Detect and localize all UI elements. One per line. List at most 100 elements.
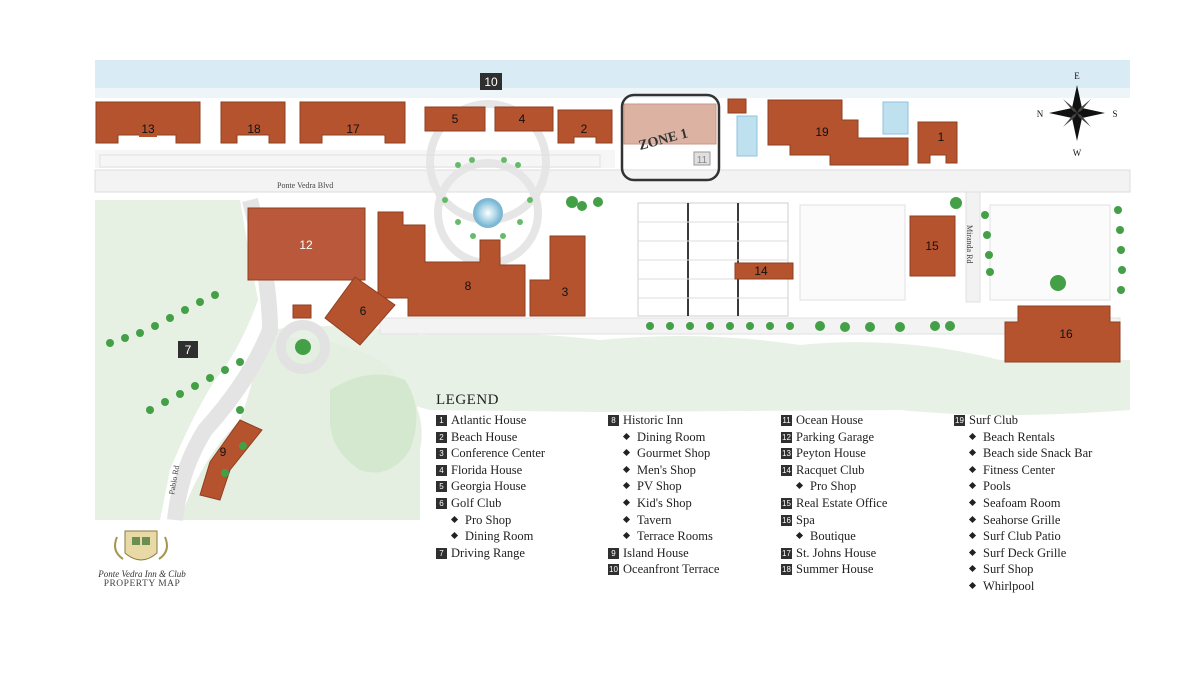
legend-number-badge: 4: [436, 464, 447, 476]
roundabout: [276, 320, 330, 374]
bullet-icon: [968, 432, 977, 440]
legend-item-label: Seahorse Grille: [983, 512, 1061, 527]
legend-subitem: Seafoam Room: [954, 495, 1092, 512]
zone-1-building: [623, 103, 717, 145]
miranda-road: [965, 191, 981, 303]
legend-subitem: Men's Shop: [608, 462, 719, 479]
bullet-icon: [622, 482, 631, 490]
legend-subitem: Whirlpool: [954, 578, 1092, 595]
legend-item-label: Driving Range: [451, 545, 525, 560]
legend-subitem: Surf Club Patio: [954, 528, 1092, 545]
building-6: [324, 276, 396, 346]
bullet-icon: [968, 565, 977, 573]
parking-strip: [95, 150, 615, 168]
legend-subitem: Pools: [954, 478, 1092, 495]
building-19: [767, 99, 909, 166]
brand-subtitle: PROPERTY MAP: [103, 579, 181, 589]
label-6: 6: [360, 304, 367, 318]
legend-number-badge: 17: [781, 547, 792, 559]
legend-item-label: Atlantic House: [451, 413, 527, 427]
legend-number-badge: 15: [781, 497, 792, 509]
golf-course-green: [270, 326, 1130, 415]
label-17: 17: [346, 122, 360, 136]
legend-item: 18 Summer House: [781, 561, 887, 578]
legend-number-badge: 5: [436, 481, 447, 493]
bullet-icon: [795, 532, 804, 540]
building-8: [377, 211, 526, 317]
legend-number-badge: 18: [781, 564, 792, 576]
brand-name: Ponte Vedra Inn & Club: [98, 569, 186, 579]
legend-item-label: Gourmet Shop: [637, 446, 711, 461]
legend-subitem: Seahorse Grille: [954, 512, 1092, 529]
building-16: [1004, 305, 1121, 363]
legend-item-label: Dining Room: [637, 429, 706, 444]
legend-item: 2 Beach House: [436, 429, 545, 446]
bullet-icon: [622, 449, 631, 457]
bullet-icon: [450, 515, 459, 523]
building-4: [494, 106, 554, 132]
building-12: [247, 207, 366, 281]
legend-item-label: Men's Shop: [637, 462, 696, 477]
building-2: [557, 109, 613, 144]
ponte-vedra-blvd-road: [94, 169, 1131, 193]
building-3: [529, 235, 586, 317]
building-1: [917, 121, 958, 164]
legend-subitem: Surf Deck Grille: [954, 545, 1092, 562]
label-19: 19: [815, 125, 829, 139]
legend-item-label: Summer House: [796, 562, 874, 577]
label-4: 4: [519, 112, 526, 126]
legend-number-badge: 7: [436, 547, 447, 559]
legend-number-badge: 12: [781, 431, 792, 443]
bullet-icon: [968, 465, 977, 473]
legend-number-badge: 8: [608, 415, 619, 426]
legend-item-label: Surf Club: [969, 413, 1018, 427]
bullet-icon: [968, 482, 977, 490]
pool-1: [736, 115, 758, 157]
legend-title: LEGEND: [436, 392, 499, 408]
compass-south: S: [1112, 109, 1117, 119]
bullet-icon: [968, 449, 977, 457]
fountain: [473, 198, 503, 228]
legend-subitem: Surf Shop: [954, 561, 1092, 578]
label-13: 13: [141, 122, 155, 136]
building-17: [299, 101, 406, 144]
legend-item-label: Beach House: [451, 429, 518, 444]
legend-item-label: Ocean House: [796, 413, 863, 427]
building-9: [199, 419, 263, 501]
legend-item: 7 Driving Range: [436, 545, 545, 562]
legend-item: 12 Parking Garage: [781, 429, 887, 446]
legend-subitem: Terrace Rooms: [608, 528, 719, 545]
legend-item-label: PV Shop: [637, 479, 682, 494]
legend-subitem: Tavern: [608, 512, 719, 529]
building-19-annex: [727, 98, 747, 114]
legend-item-label: Peyton House: [796, 446, 866, 461]
label-12: 12: [299, 238, 313, 252]
legend-number-badge: 16: [781, 514, 792, 526]
legend-subitem: Boutique: [781, 528, 887, 545]
label-1: 1: [938, 130, 945, 144]
label-9: 9: [220, 445, 227, 459]
zone-1-outline: [620, 93, 721, 182]
legend-subitem: PV Shop: [608, 478, 719, 495]
legend-item-label: Oceanfront Terrace: [623, 562, 720, 577]
compass-west: W: [1073, 148, 1082, 158]
legend-subitem: Fitness Center: [954, 462, 1092, 479]
label-2: 2: [581, 122, 588, 136]
legend-number-badge: 2: [436, 431, 447, 443]
bullet-icon: [622, 498, 631, 507]
legend-subitem: Gourmet Shop: [608, 445, 719, 462]
legend-item-label: Beach Rentals: [983, 429, 1055, 444]
driving-range-green: [95, 200, 258, 520]
legend-item-label: Parking Garage: [796, 429, 875, 444]
legend-subitem: Pro Shop: [436, 512, 545, 529]
building-6-annex: [292, 304, 312, 319]
